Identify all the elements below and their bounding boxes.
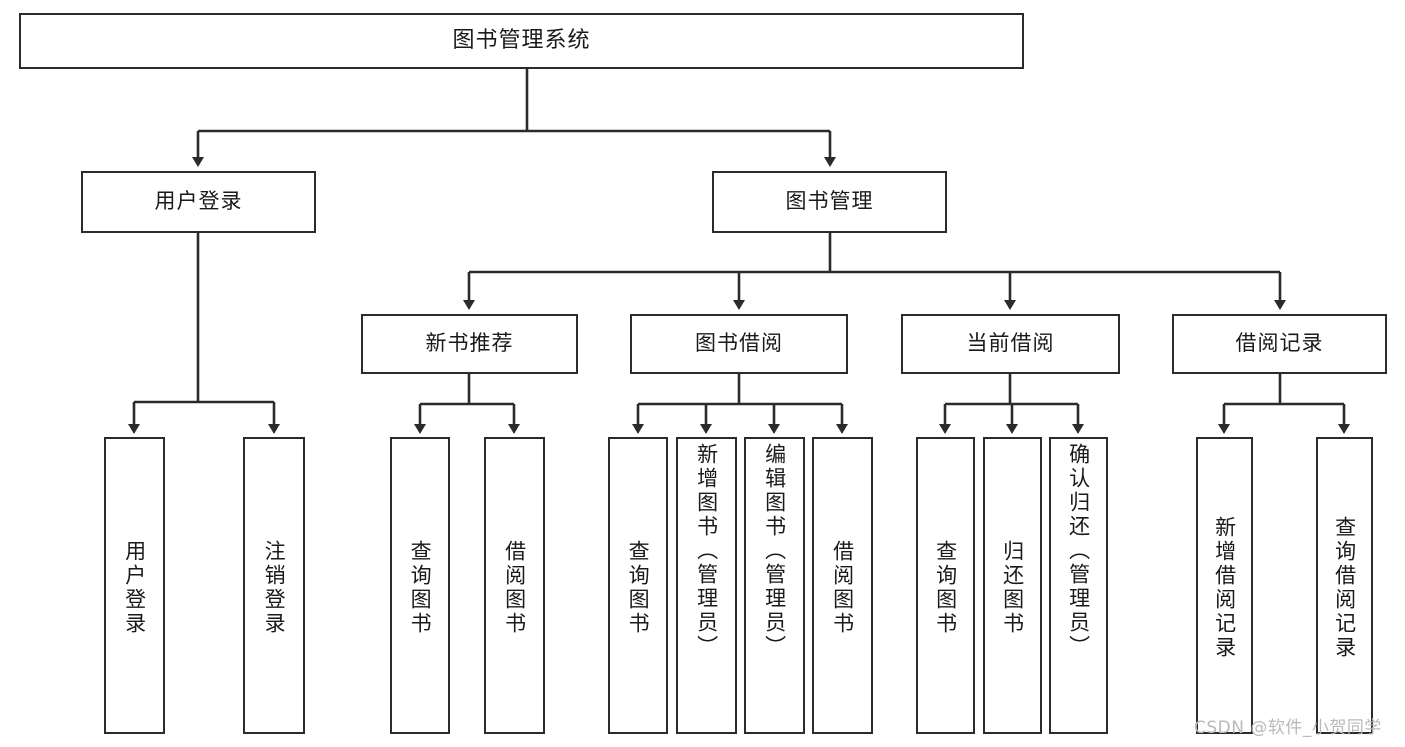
leaf-label: 查询图书 bbox=[408, 539, 433, 636]
leaf-label: 查询图书 bbox=[626, 539, 651, 636]
leaf-query-book-current[interactable]: 查询图书 bbox=[916, 437, 975, 734]
leaf-add-borrow-record[interactable]: 新增借阅记录 bbox=[1196, 437, 1253, 734]
leaf-logout-login[interactable]: 注销登录 bbox=[243, 437, 305, 734]
leaf-edit-book[interactable]: 编辑图书（管理员） bbox=[744, 437, 805, 734]
leaf-query-book-recommend[interactable]: 查询图书 bbox=[390, 437, 450, 734]
node-book-borrow[interactable]: 图书借阅 bbox=[630, 314, 848, 374]
leaf-return-book[interactable]: 归还图书 bbox=[983, 437, 1042, 734]
node-current-borrow[interactable]: 当前借阅 bbox=[901, 314, 1120, 374]
node-label: 图书借阅 bbox=[695, 331, 783, 356]
csdn-watermark: CSDN @软件_小贺同学 bbox=[1194, 718, 1382, 738]
leaf-label: 借阅图书 bbox=[830, 539, 855, 636]
leaf-label: 查询图书 bbox=[933, 539, 958, 636]
node-label: 图书管理 bbox=[785, 189, 874, 214]
node-label: 用户登录 bbox=[154, 189, 243, 214]
node-label: 新书推荐 bbox=[425, 331, 514, 356]
node-label: 当前借阅 bbox=[966, 331, 1055, 356]
leaf-user-login[interactable]: 用户登录 bbox=[104, 437, 165, 734]
node-user-login[interactable]: 用户登录 bbox=[81, 171, 316, 233]
node-book-management-system[interactable]: 图书管理系统 bbox=[19, 13, 1024, 69]
leaf-add-book[interactable]: 新增图书（管理员） bbox=[676, 437, 737, 734]
leaf-label: 注销登录 bbox=[262, 539, 287, 636]
leaf-label: 用户登录 bbox=[122, 539, 147, 636]
node-new-book-recommend[interactable]: 新书推荐 bbox=[361, 314, 578, 374]
leaf-borrow-book-recommend[interactable]: 借阅图书 bbox=[484, 437, 545, 734]
leaf-label: 编辑图书（管理员） bbox=[762, 443, 787, 659]
leaf-label: 借阅图书 bbox=[502, 539, 527, 636]
leaf-confirm-return[interactable]: 确认归还（管理员） bbox=[1049, 437, 1108, 734]
leaf-label: 查询借阅记录 bbox=[1332, 515, 1357, 660]
node-label: 借阅记录 bbox=[1235, 331, 1324, 356]
node-borrow-record[interactable]: 借阅记录 bbox=[1172, 314, 1387, 374]
leaf-label: 归还图书 bbox=[1000, 539, 1025, 636]
leaf-label: 新增借阅记录 bbox=[1212, 515, 1237, 660]
leaf-label: 确认归还（管理员） bbox=[1066, 443, 1091, 659]
node-book-manage[interactable]: 图书管理 bbox=[712, 171, 947, 233]
leaf-label: 新增图书（管理员） bbox=[694, 443, 719, 659]
node-label: 图书管理系统 bbox=[452, 27, 591, 53]
leaf-query-borrow-record[interactable]: 查询借阅记录 bbox=[1316, 437, 1373, 734]
leaf-borrow-book-borrow[interactable]: 借阅图书 bbox=[812, 437, 873, 734]
leaf-query-book-borrow[interactable]: 查询图书 bbox=[608, 437, 668, 734]
